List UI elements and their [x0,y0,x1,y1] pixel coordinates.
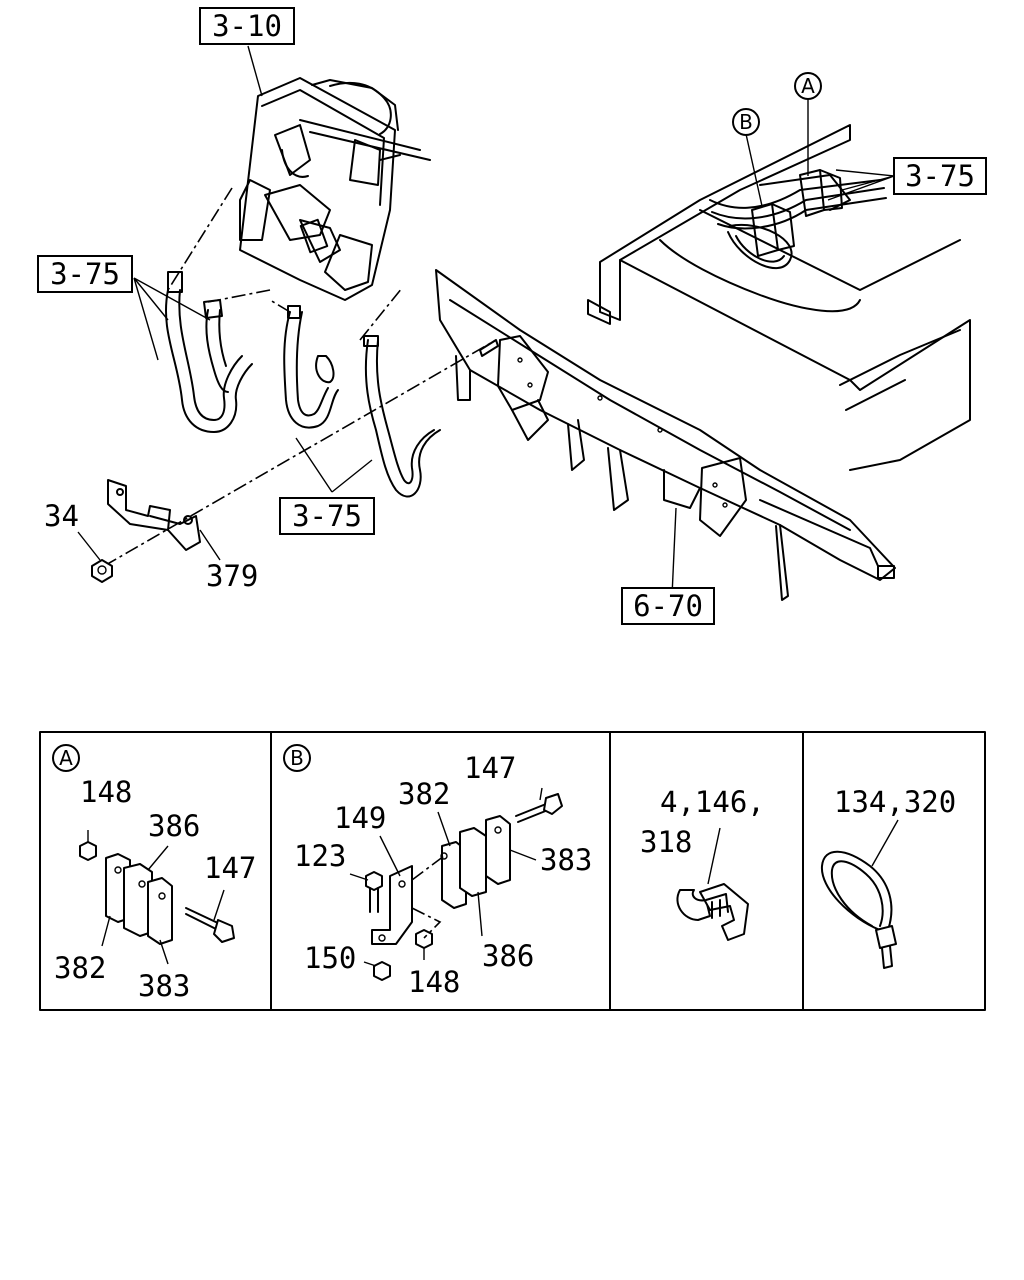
callout-leaders-right [745,98,895,207]
engine-block [587,124,971,471]
label-386: 386 [148,809,200,843]
panel-c: 4,146, 318 [640,785,765,941]
label-149: 149 [334,801,386,835]
label-386: 386 [482,939,534,973]
label-147: 147 [204,851,256,885]
nut-34 [91,559,113,583]
label-150: 150 [304,941,356,975]
svg-text:A: A [801,74,815,98]
label-383: 383 [540,843,592,877]
detail-table [39,731,986,1011]
clip-a-installed [709,169,887,230]
callout-circle-b: B [732,108,760,136]
label-134-320: 134,320 [834,785,956,819]
clip-b-installed [727,203,795,270]
hose-left [164,271,253,433]
panel-b-badge: B [290,746,304,770]
svg-text:3-75: 3-75 [292,499,362,533]
ref-box-3-75-left[interactable]: 3-75 [37,255,133,293]
label-382: 382 [398,777,450,811]
label-147: 147 [464,751,516,785]
panel-a-badge: A [59,746,73,770]
label-4-146: 4,146, [660,785,765,819]
label-part-379: 379 [206,559,258,593]
svg-text:3-10: 3-10 [212,9,282,43]
svg-text:3-75: 3-75 [50,257,120,291]
frame-crossmember [435,269,896,601]
leader-lines [77,45,677,597]
svg-text:3-75: 3-75 [905,159,975,193]
pedal-bracket-assembly [239,77,431,301]
label-part-34: 34 [44,499,79,533]
label-123: 123 [294,839,346,873]
bracket-379 [107,479,201,551]
label-318: 318 [640,825,692,859]
hose-middle [283,305,339,429]
ref-box-3-75-right[interactable]: 3-75 [893,157,987,195]
label-148: 148 [408,965,460,999]
panel-b: B 147 382 149 123 383 150 148 386 [283,744,592,999]
ref-box-6-70[interactable]: 6-70 [621,587,715,625]
panel-a: A 148 386 147 382 383 [52,744,256,1003]
svg-text:B: B [739,110,753,134]
label-383: 383 [138,969,190,1003]
label-148: 148 [80,775,132,809]
svg-text:6-70: 6-70 [633,589,703,623]
stud-bolt [479,339,499,357]
callout-circle-a: A [794,72,822,100]
hose-lower [363,335,441,498]
label-382: 382 [54,951,106,985]
ref-box-3-75-bottom[interactable]: 3-75 [279,497,375,535]
ref-box-3-10[interactable]: 3-10 [199,7,295,45]
panel-d: 134,320 [820,785,956,969]
